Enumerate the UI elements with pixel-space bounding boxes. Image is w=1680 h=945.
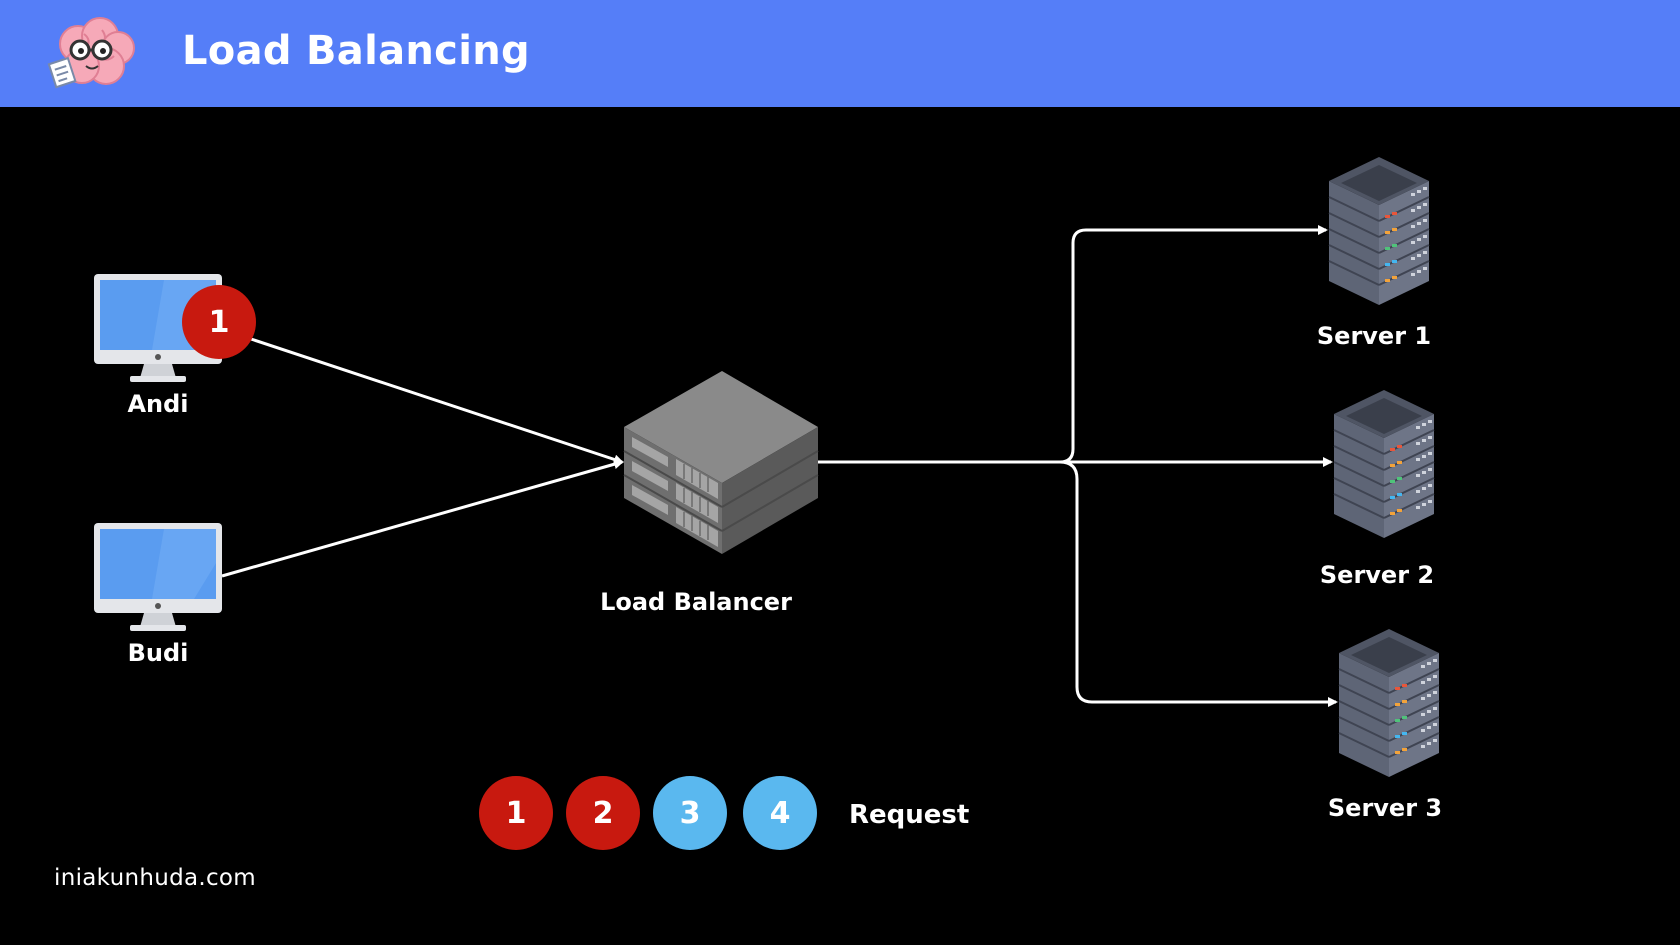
page-title: Load Balancing bbox=[182, 28, 530, 74]
connector-lines bbox=[221, 225, 1338, 707]
load-balancer-label: Load Balancer bbox=[600, 588, 792, 616]
connector-budi-to-balancer bbox=[221, 459, 624, 578]
legend-request-3: 3 bbox=[653, 776, 727, 850]
server-label-3: Server 3 bbox=[1327, 794, 1443, 822]
server-rack-icon bbox=[1333, 389, 1435, 539]
desktop-monitor-icon bbox=[94, 523, 222, 631]
footer-site: iniakunhuda.com bbox=[54, 865, 256, 891]
connector-andi-to-balancer bbox=[247, 336, 624, 465]
stacked-network-switch-icon bbox=[623, 371, 819, 554]
server-label-2: Server 2 bbox=[1319, 561, 1435, 589]
connector-to-server-1 bbox=[1059, 225, 1328, 464]
server-rack-icon bbox=[1328, 156, 1430, 306]
server-label-1: Server 1 bbox=[1316, 322, 1432, 350]
brain-mascot-icon bbox=[47, 17, 135, 89]
client-label-budi: Budi bbox=[127, 639, 189, 667]
header-bar: Load Balancing bbox=[0, 0, 1680, 107]
server-rack-icon bbox=[1338, 628, 1440, 778]
connector-to-server-3 bbox=[1059, 460, 1338, 707]
client-label-andi: Andi bbox=[127, 390, 189, 418]
request-badge-andi: 1 bbox=[182, 285, 256, 359]
legend-request-1: 1 bbox=[479, 776, 553, 850]
legend-request-4: 4 bbox=[743, 776, 817, 850]
legend-request-2: 2 bbox=[566, 776, 640, 850]
legend-label: Request bbox=[849, 800, 970, 830]
